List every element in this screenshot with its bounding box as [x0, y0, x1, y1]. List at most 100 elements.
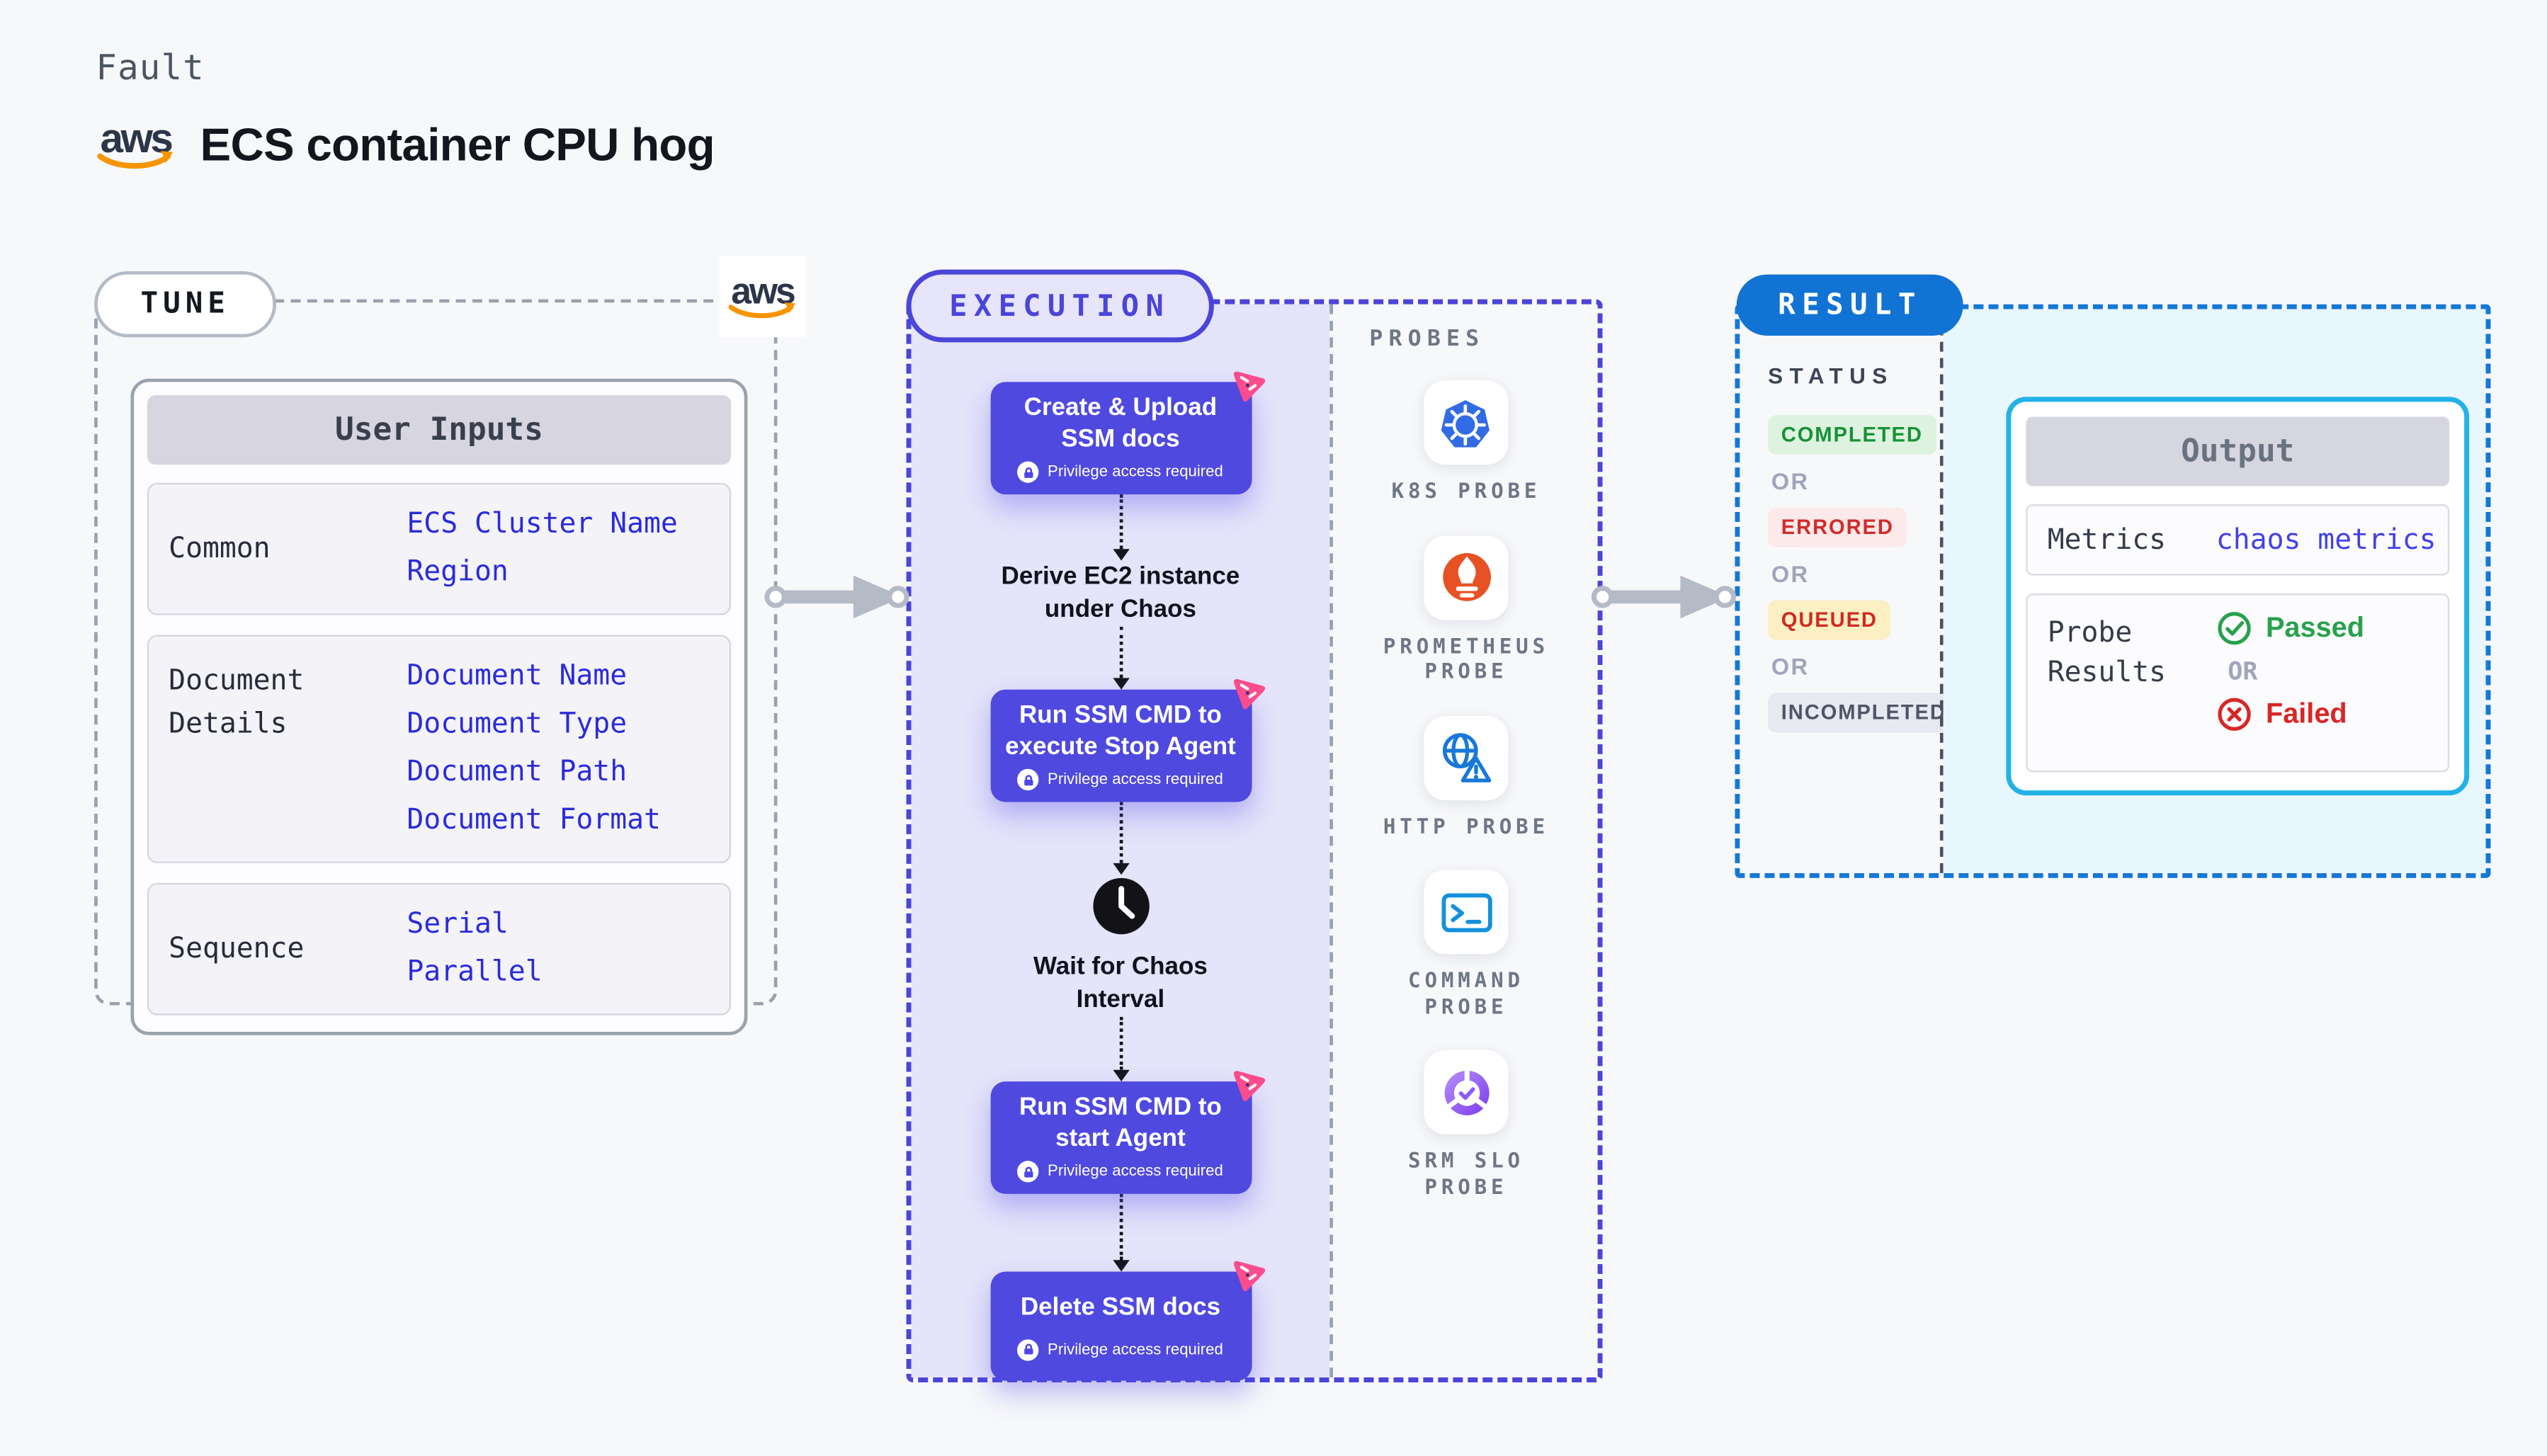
input-value: ECS Cluster Name	[407, 507, 678, 541]
step-derive-ec2-instance: Derive EC2 instance under Chaos	[1001, 562, 1240, 624]
input-value: Document Name	[407, 659, 628, 693]
failed-result: Failed	[2216, 696, 2364, 732]
step-run-ssm-cmd-stop-agent: Run SSM CMD to execute Stop Agent Privil…	[989, 678, 1265, 802]
step-create-upload-ssm-docs: Create & Upload SSM docs Privilege acces…	[989, 371, 1265, 495]
row-values: ECS Cluster Name Region	[407, 501, 677, 597]
probe-list: K8S PROBE PROMETHEUS PROBE	[1334, 380, 1597, 1230]
probes-label: PROBES	[1369, 325, 1485, 353]
probe-item-k8s: K8S PROBE	[1392, 380, 1541, 504]
status-badge-completed: COMPLETED	[1768, 415, 1936, 455]
probe-item-srm-slo: SRM SLO PROBE	[1362, 1050, 1570, 1199]
step-title: Delete SSM docs	[1020, 1292, 1221, 1321]
or-separator: OR	[1771, 467, 1810, 495]
output-table: Output Metrics chaos metrics Probe Resul…	[2006, 397, 2470, 796]
status-output-divider	[1939, 309, 1944, 873]
probe-name: HTTP PROBE	[1383, 812, 1550, 838]
table-row-document-details: Document Details Document Name Document …	[147, 635, 732, 863]
terminal-icon	[1424, 870, 1509, 955]
passed-result: Passed	[2216, 610, 2364, 647]
aws-corner-patch: aws	[719, 256, 806, 338]
status-badge-errored: ERRORED	[1768, 507, 1907, 547]
probe-name: K8S PROBE	[1391, 477, 1541, 503]
probes-panel: PROBES	[1334, 305, 1597, 1377]
privilege-note: Privilege access required	[1000, 1161, 1242, 1183]
flow-arrow-down	[1111, 802, 1130, 875]
privilege-note: Privilege access required	[1000, 1338, 1242, 1360]
tune-badge: TUNE	[94, 271, 277, 338]
fault-eyebrow: Fault	[96, 47, 205, 88]
row-label: Sequence	[169, 932, 305, 966]
probe-item-http: HTTP PROBE	[1383, 715, 1549, 838]
probe-name: PROMETHEUS PROBE	[1383, 632, 1550, 683]
flow-arrow-down	[1111, 494, 1130, 561]
row-label: Document Details	[169, 664, 305, 741]
input-value: Document Path	[407, 756, 628, 789]
globe-warning-icon	[1424, 715, 1509, 800]
input-value: Parallel	[407, 955, 543, 989]
flow-arrow-down	[1111, 1017, 1130, 1082]
input-value: Region	[407, 555, 509, 589]
probe-results-row: Probe Results Passed OR	[2026, 593, 2450, 773]
lock-icon	[1018, 1161, 1040, 1183]
probe-results-label: Probe Results	[2047, 616, 2167, 690]
input-value: Document Format	[407, 803, 661, 837]
tune-section: TUNE aws User Inputs Common ECS Cluster …	[94, 256, 806, 1035]
chaos-ribbon-icon	[1232, 1071, 1265, 1101]
page-title: ECS container CPU hog	[200, 119, 715, 171]
table-row-sequence: Sequence Serial Parallel	[147, 882, 732, 1016]
output-panel: Output Metrics chaos metrics Probe Resul…	[1943, 309, 2486, 873]
metrics-label: Metrics	[2047, 523, 2167, 557]
step-title: Run SSM CMD to start Agent	[1019, 1093, 1222, 1152]
or-separator: OR	[1771, 653, 1810, 680]
step-title: Run SSM CMD to execute Stop Agent	[1005, 701, 1236, 760]
execution-section: EXECUTION Create & Upload SSM docs	[906, 269, 1603, 1383]
probe-item-prometheus: PROMETHEUS PROBE	[1362, 535, 1570, 683]
privilege-note: Privilege access required	[1000, 768, 1242, 791]
status-badge-queued: QUEUED	[1768, 600, 1891, 640]
lock-icon	[1018, 461, 1040, 483]
kubernetes-icon	[1424, 380, 1509, 465]
aws-logo-icon: aws	[728, 271, 797, 318]
metrics-value: chaos metrics	[2216, 523, 2437, 557]
chaos-ribbon-icon	[1232, 1261, 1265, 1292]
row-values: Serial Parallel	[407, 902, 542, 997]
arrow-connector-tune-to-execution	[764, 575, 909, 619]
result-badge: RESULT	[1736, 274, 1964, 336]
flow-arrow-down	[1111, 1193, 1130, 1272]
user-inputs-header: User Inputs	[147, 395, 732, 465]
clock-icon	[1089, 875, 1152, 945]
user-inputs-table: User Inputs Common ECS Cluster Name Regi…	[130, 378, 748, 1035]
or-separator: OR	[1771, 560, 1810, 587]
result-section: RESULT STATUS COMPLETED OR ERRORED OR QU…	[1735, 274, 2491, 878]
x-circle-icon	[2218, 698, 2251, 731]
check-circle-icon	[2218, 612, 2251, 645]
probes-divider-line	[1329, 304, 1334, 1378]
probe-results-values: Passed OR Failed	[2216, 610, 2364, 756]
output-header: Output	[2026, 416, 2450, 487]
status-label: STATUS	[1768, 363, 1894, 389]
svg-text:aws: aws	[101, 118, 173, 161]
status-badge-incompleted: INCOMPLETED	[1768, 693, 1960, 733]
probe-item-command: COMMAND PROBE	[1362, 870, 1570, 1018]
metrics-row: Metrics chaos metrics	[2026, 504, 2450, 576]
input-value: Serial	[407, 907, 509, 941]
flow-arrow-down	[1111, 626, 1130, 690]
or-separator: OR	[2228, 656, 2258, 687]
step-delete-ssm-docs: Delete SSM docs Privilege access require…	[989, 1261, 1265, 1381]
prometheus-icon	[1424, 535, 1509, 620]
row-label: Common	[169, 532, 271, 566]
lock-icon	[1018, 768, 1040, 791]
probe-name: SRM SLO PROBE	[1408, 1147, 1524, 1198]
execution-badge: EXECUTION	[906, 269, 1213, 343]
svg-text:aws: aws	[731, 271, 795, 311]
step-title: Create & Upload SSM docs	[1023, 393, 1218, 453]
status-column: STATUS COMPLETED OR ERRORED OR QUEUED OR…	[1740, 309, 1960, 873]
step-wait-for-chaos-interval: Wait for Chaos Interval	[1033, 952, 1208, 1014]
title-row: aws ECS container CPU hog	[93, 115, 715, 175]
aws-logo-icon: aws	[97, 118, 175, 169]
input-value: Document Type	[407, 707, 628, 741]
probe-name: COMMAND PROBE	[1408, 967, 1524, 1018]
execution-flow: Create & Upload SSM docs Privilege acces…	[912, 305, 1330, 1381]
row-values: Document Name Document Type Document Pat…	[407, 653, 660, 845]
